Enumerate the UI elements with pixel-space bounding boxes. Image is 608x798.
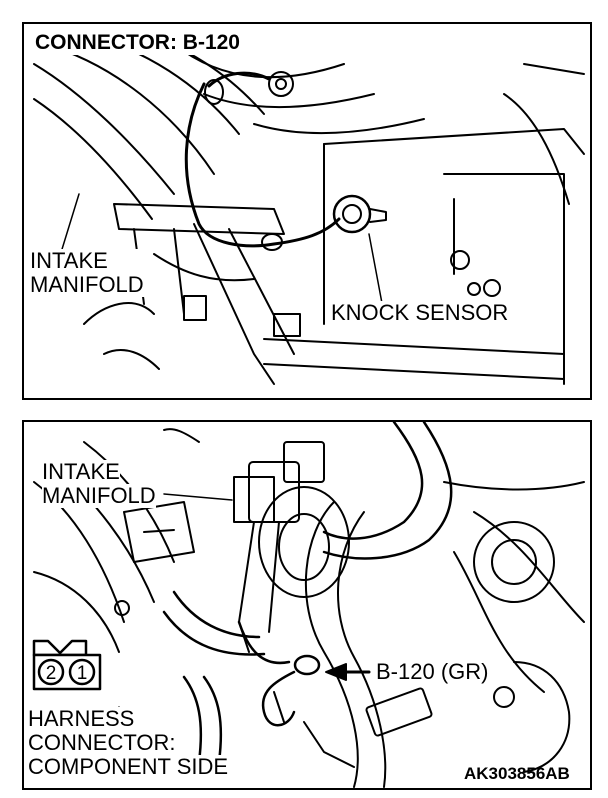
engine-top-drawing: [33, 31, 585, 385]
figure-code: AK303856AB: [464, 764, 570, 783]
connector-title: CONNECTOR: B-120: [32, 31, 243, 55]
harness-connector-label: HARNESS CONNECTOR: COMPONENT SIDE: [26, 707, 230, 779]
connector-outline-icon: 2 1: [32, 639, 102, 691]
top-illustration-panel: CONNECTOR: B-120 INTAKE MANIFOLD KNOCK S…: [22, 22, 592, 400]
harness-line1: HARNESS: [28, 706, 135, 731]
harness-line3: COMPONENT SIDE: [28, 754, 229, 779]
intake-manifold-line1: INTAKE: [30, 248, 108, 273]
connector-pin-diagram: 2 1: [30, 635, 110, 691]
intake-manifold-line1: INTAKE: [42, 459, 120, 484]
intake-manifold-line2: MANIFOLD: [42, 483, 156, 508]
intake-manifold-line2: MANIFOLD: [30, 272, 144, 297]
intake-manifold-label-bottom: INTAKE MANIFOLD: [40, 460, 158, 508]
intake-manifold-label-top: INTAKE MANIFOLD: [28, 249, 146, 297]
bottom-illustration-panel: INTAKE MANIFOLD B-120 (GR) 2 1 HARNESS C…: [22, 420, 592, 790]
knock-sensor-label: KNOCK SENSOR: [329, 300, 511, 325]
pin-2: 2: [46, 663, 57, 684]
pin-1: 1: [77, 663, 88, 684]
b120-connector-callout: B-120 (GR): [374, 659, 491, 684]
harness-line2: CONNECTOR:: [28, 730, 176, 755]
